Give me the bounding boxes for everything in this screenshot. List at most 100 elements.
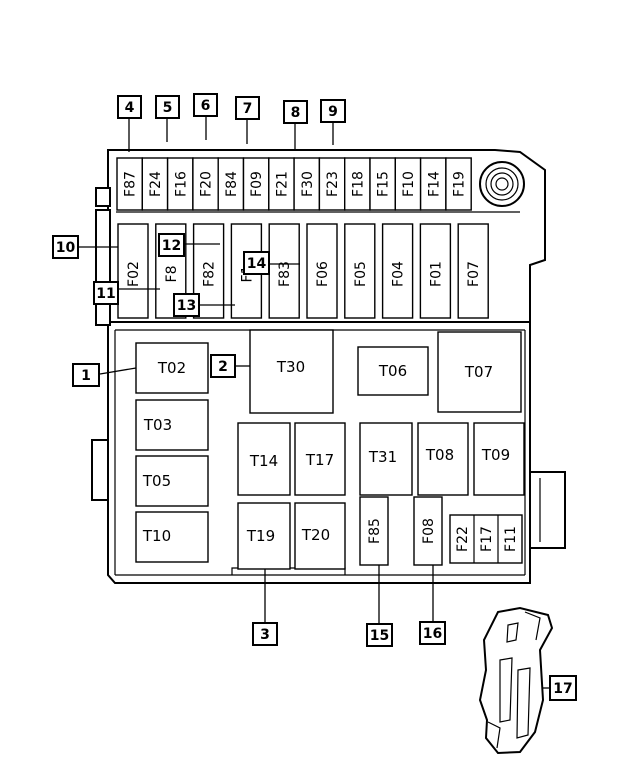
callout-8: 8 xyxy=(283,100,308,124)
callout-number: 2 xyxy=(218,359,228,375)
mid-fuse-F04[interactable]: F04 xyxy=(381,223,414,319)
mid-fuse-label: F06 xyxy=(315,261,331,287)
relay-T19[interactable]: T19 xyxy=(237,502,291,570)
callout-number: 12 xyxy=(162,238,181,254)
mid-fuse-F01[interactable]: F01 xyxy=(419,223,452,319)
callout-number: 3 xyxy=(260,627,270,643)
top-fuse-F14[interactable]: F14 xyxy=(419,157,447,211)
callout-15: 15 xyxy=(366,623,393,647)
callout-5: 5 xyxy=(155,95,180,119)
callout-14: 14 xyxy=(243,251,270,275)
top-fuse-label: F23 xyxy=(325,171,341,197)
callout-number: 4 xyxy=(125,100,135,116)
middle-fuse-row: F02F8F82F1F83F06F05F04F01F07 xyxy=(117,223,489,319)
top-fuse-F20[interactable]: F20 xyxy=(192,157,219,211)
top-fuse-F30[interactable]: F30 xyxy=(293,157,321,211)
relay-T06-label: T06 xyxy=(378,362,407,380)
top-fuse-label: F30 xyxy=(300,171,316,197)
relay-T08[interactable]: T08 xyxy=(417,422,469,496)
callout-10: 10 xyxy=(52,235,79,259)
relay-T31[interactable]: T31 xyxy=(359,422,413,496)
relay-T17[interactable]: T17 xyxy=(294,422,346,496)
fuse-F85[interactable]: F85 xyxy=(359,496,389,566)
top-fuse-label: F16 xyxy=(173,171,189,197)
top-fuse-F19[interactable]: F19 xyxy=(445,157,472,211)
top-fuse-label: F14 xyxy=(426,171,442,197)
relay-T02[interactable]: T02 xyxy=(135,342,209,394)
top-fuse-F84[interactable]: F84 xyxy=(217,157,245,211)
callout-number: 14 xyxy=(247,256,267,272)
callout-number: 6 xyxy=(201,98,211,114)
relay-T20[interactable]: T20 xyxy=(294,502,346,570)
relay-T03[interactable]: T03 xyxy=(135,399,209,451)
mid-fuse-label: F83 xyxy=(277,261,293,287)
mid-fuse-label: F82 xyxy=(202,261,218,287)
mini-fuse-block: F22 F17 F11 xyxy=(449,514,523,564)
mid-fuse-F05[interactable]: F05 xyxy=(344,223,376,319)
callout-13: 13 xyxy=(173,293,200,317)
callout-17: 17 xyxy=(549,675,577,701)
top-fuse-F24[interactable]: F24 xyxy=(141,157,169,211)
top-fuse-label: F09 xyxy=(249,171,265,197)
mid-fuse-F02[interactable]: F02 xyxy=(117,223,149,319)
callout-number: 1 xyxy=(81,368,91,384)
relay-T10-label: T10 xyxy=(142,527,171,545)
relay-T19-label: T19 xyxy=(246,527,275,545)
relay-T03-label: T03 xyxy=(143,416,172,434)
relay-T02-label: T02 xyxy=(157,359,186,377)
relay-T07[interactable]: T07 xyxy=(437,331,522,413)
top-fuse-F21[interactable]: F21 xyxy=(268,157,295,211)
top-fuse-F23[interactable]: F23 xyxy=(318,157,346,211)
mini-fuse-F17-label: F17 xyxy=(479,526,495,552)
callout-number: 16 xyxy=(423,626,442,642)
mid-fuse-label: F05 xyxy=(353,261,369,287)
top-fuse-label: F15 xyxy=(376,171,392,197)
top-fuse-F15[interactable]: F15 xyxy=(369,157,396,211)
mid-fuse-F06[interactable]: F06 xyxy=(306,223,338,319)
relay-T08-label: T08 xyxy=(425,446,454,464)
callout-number: 10 xyxy=(56,240,76,256)
mid-fuse-label: F01 xyxy=(428,261,444,287)
relay-T14-label: T14 xyxy=(249,452,278,470)
callout-number: 17 xyxy=(553,681,572,697)
callout-number: 8 xyxy=(291,105,301,121)
callout-number: 7 xyxy=(243,101,253,117)
top-fuse-F87[interactable]: F87 xyxy=(116,157,143,211)
mid-fuse-F83[interactable]: F83 xyxy=(268,223,300,319)
relay-T06[interactable]: T06 xyxy=(357,346,429,396)
top-fuse-label: F84 xyxy=(224,171,240,197)
callout-7: 7 xyxy=(235,96,260,120)
callout-4: 4 xyxy=(117,95,142,119)
fuse-F08[interactable]: F08 xyxy=(413,496,443,566)
relay-T07-label: T07 xyxy=(464,363,493,381)
top-fuse-F10[interactable]: F10 xyxy=(394,157,422,211)
relay-T09-label: T09 xyxy=(481,446,510,464)
callout-number: 15 xyxy=(370,628,389,644)
top-fuse-label: F18 xyxy=(350,171,366,197)
relay-group: T02 T30 T06 T07 T03 T05 T10 T14 xyxy=(135,329,525,570)
top-fuse-label: F20 xyxy=(199,171,215,197)
mini-fuse-F11-label: F11 xyxy=(503,526,519,552)
fuse-F08-label: F08 xyxy=(421,518,437,544)
top-fuse-F18[interactable]: F18 xyxy=(344,157,371,211)
mid-fuse-label: F04 xyxy=(391,261,407,287)
relay-T09[interactable]: T09 xyxy=(473,422,525,496)
top-fuse-F09[interactable]: F09 xyxy=(242,157,270,211)
callout-12: 12 xyxy=(158,233,185,257)
relay-T10[interactable]: T10 xyxy=(135,511,209,563)
callout-9: 9 xyxy=(320,99,346,123)
relay-T14[interactable]: T14 xyxy=(237,422,291,496)
callout-number: 11 xyxy=(96,286,115,302)
leader-lines xyxy=(77,116,550,689)
mid-fuse-label: F07 xyxy=(466,261,482,287)
mid-fuse-F07[interactable]: F07 xyxy=(457,223,489,319)
top-fuse-F16[interactable]: F16 xyxy=(166,157,194,211)
relay-T05-label: T05 xyxy=(142,472,171,490)
relay-T05[interactable]: T05 xyxy=(135,455,209,507)
callout-16: 16 xyxy=(419,621,446,645)
relay-T30[interactable]: T30 xyxy=(249,329,334,414)
fuse-puller-clip xyxy=(478,606,554,755)
mid-fuse-label: F02 xyxy=(126,261,142,287)
